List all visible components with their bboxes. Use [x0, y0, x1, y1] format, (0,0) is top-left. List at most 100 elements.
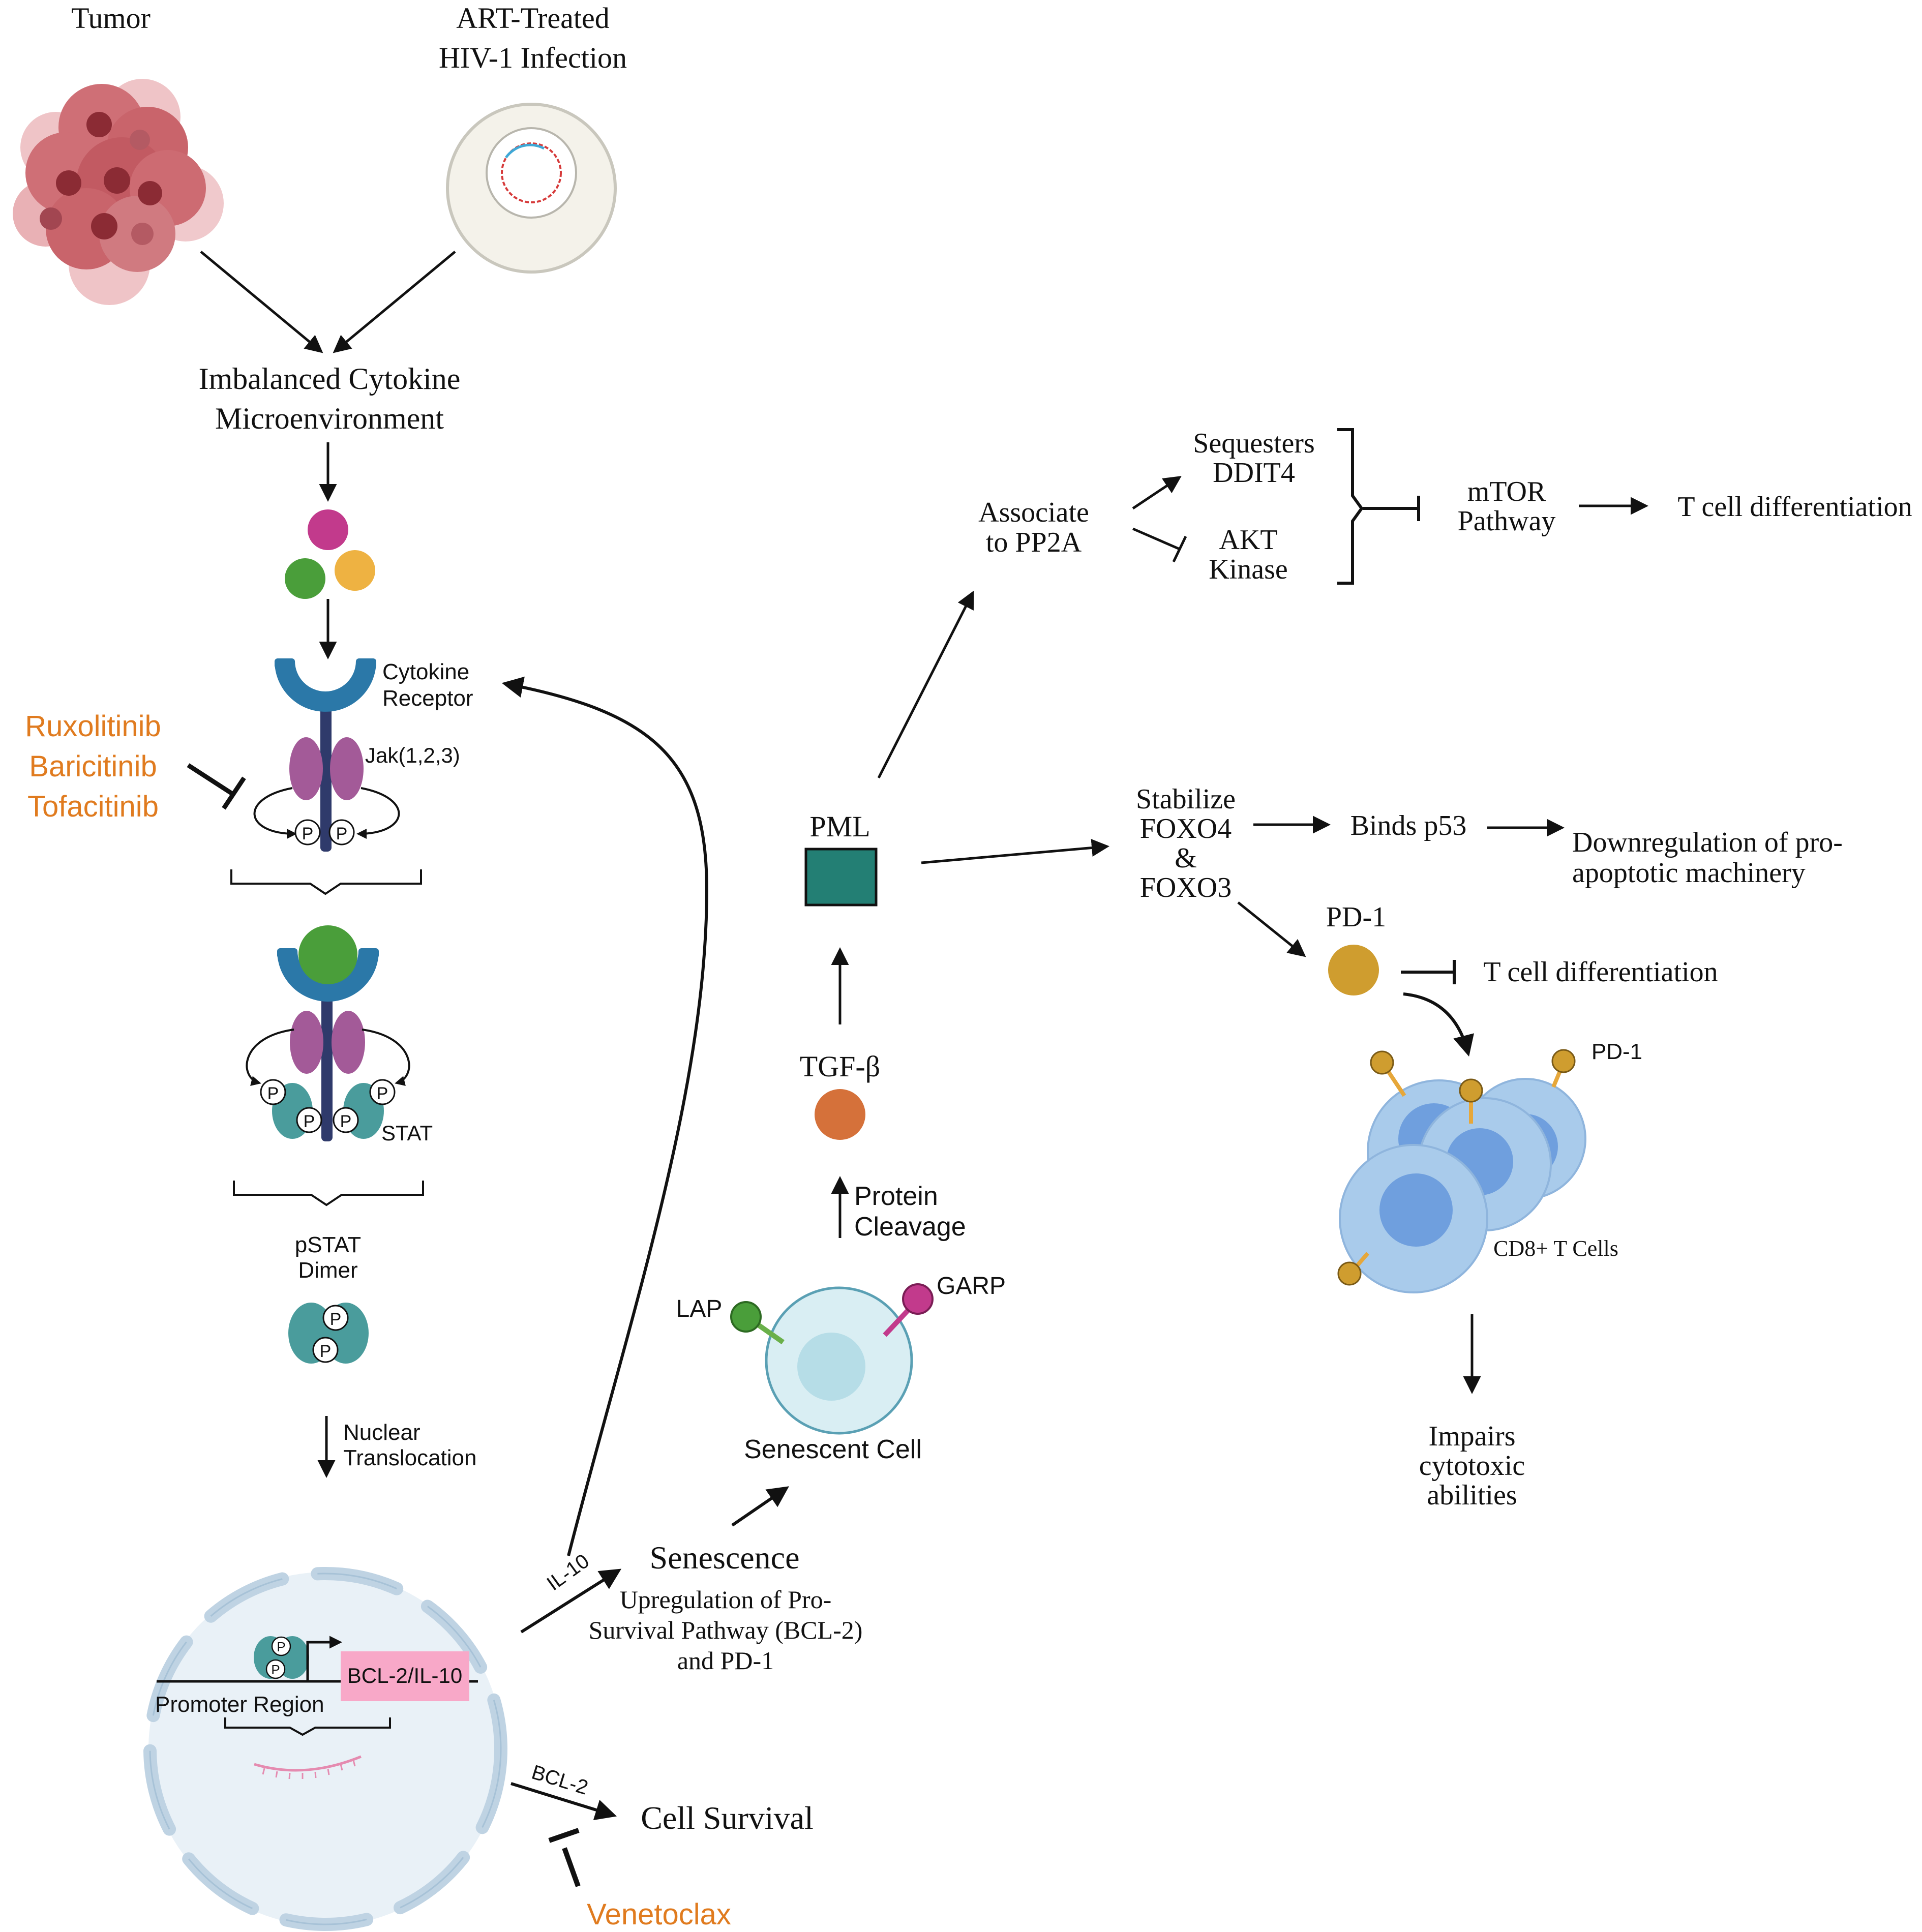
- cytokine-receptor-line1: Cytokine: [382, 659, 469, 684]
- t-cell-diff-mid: T cell differentiation: [1483, 956, 1718, 988]
- bracket-3: [224, 1717, 391, 1736]
- pml-label: PML: [809, 810, 870, 843]
- hiv-infected-cell-icon: [446, 103, 617, 274]
- t-cell-diff-top: T cell differentiation: [1677, 491, 1912, 523]
- phospho-1a: P: [302, 824, 314, 843]
- phospho-1b: P: [336, 824, 348, 843]
- stabilize-line1: Stabilize: [1136, 783, 1236, 815]
- senescent-cell-label: Senescent Cell: [744, 1435, 922, 1464]
- arrow-pml-to-pp2a: [877, 590, 974, 779]
- bracket-1: [230, 869, 422, 895]
- pd1-top-label: PD-1: [1326, 901, 1386, 933]
- upreg-line2: Survival Pathway (BCL-2): [589, 1616, 863, 1644]
- phospho-arrow-left-1: [253, 787, 297, 839]
- arrow-senescence-to-senescent-cell: [731, 1486, 789, 1527]
- tumor-cluster-icon: [13, 79, 224, 305]
- mrna-strand: [254, 1755, 362, 1772]
- akt-line2: Kinase: [1209, 554, 1288, 585]
- binds-p53-label: Binds p53: [1350, 810, 1467, 841]
- akt-inhibition-line: [1132, 527, 1187, 563]
- nuclear-line1: Nuclear: [343, 1420, 421, 1445]
- drug-baricitinib: Baricitinib: [29, 750, 157, 783]
- pstat-line2: Dimer: [298, 1258, 357, 1283]
- art-label-line1: ART-Treated: [456, 2, 610, 35]
- tumor-label: Tumor: [71, 2, 151, 35]
- cytokine-receptor-line2: Receptor: [382, 686, 473, 711]
- sequesters-line2: DDIT4: [1213, 457, 1295, 489]
- drug-ruxolitinib: Ruxolitinib: [25, 710, 161, 743]
- phospho-3a: P: [330, 1310, 342, 1329]
- stabilize-line3: &: [1175, 842, 1197, 874]
- tgf-beta-label: TGF-β: [800, 1050, 880, 1083]
- bcl2-il10-label: BCL-2/IL-10: [347, 1664, 462, 1687]
- upreg-line3: and PD-1: [677, 1646, 774, 1675]
- upreg-line1: Upregulation of Pro-: [620, 1585, 832, 1614]
- sequesters-line1: Sequesters: [1193, 428, 1315, 459]
- downreg-line2: apoptotic machinery: [1572, 857, 1806, 889]
- activated-receptor-icon: [272, 925, 384, 1141]
- garp-label: GARP: [937, 1273, 1006, 1300]
- protein-line2: Cleavage: [854, 1212, 966, 1242]
- curly-bracket: [1337, 428, 1364, 585]
- phospho-2d: P: [340, 1112, 352, 1131]
- arrow-hiv-to-microenv: [333, 251, 456, 353]
- associate-line2: to PP2A: [986, 527, 1082, 558]
- imbalanced-microenv-line2: Microenvironment: [215, 402, 444, 435]
- stat-label: STAT: [381, 1121, 433, 1145]
- downreg-line1: Downregulation of pro-: [1572, 827, 1843, 858]
- bracket-2: [233, 1181, 424, 1206]
- senescent-cell-icon: [730, 1283, 934, 1435]
- mtor-line2: Pathway: [1458, 505, 1556, 537]
- il10-feedback-curve: [501, 676, 709, 1556]
- mrna-ticks: [262, 1760, 356, 1779]
- drug-tofacitinib: Tofacitinib: [27, 790, 159, 823]
- transcription-start-arrow: [306, 1636, 342, 1681]
- tcell-diff-inhibition-line: [1401, 960, 1456, 984]
- pml-body: [804, 848, 878, 907]
- pd1-small-label: PD-1: [1591, 1039, 1642, 1064]
- bcl2-il10-gene-box: [341, 1651, 469, 1701]
- il10-label: IL-10: [543, 1550, 593, 1595]
- phospho-group-1: [294, 819, 355, 846]
- jak-inhibition-mark: [187, 763, 246, 810]
- mtor-line1: mTOR: [1467, 476, 1546, 507]
- cytokine-molecules-icon: [285, 509, 375, 599]
- promoter-stat-dimer: [254, 1636, 309, 1679]
- venetoclax-inhibition-mark: [548, 1828, 581, 1887]
- arrow-tumor-to-microenv: [200, 251, 323, 353]
- pstat-dimer-icon: [288, 1303, 369, 1364]
- mtor-inhibition-line: [1363, 496, 1420, 521]
- arrow-foxo-to-pd1: [1237, 901, 1306, 957]
- phospho-2b: P: [377, 1084, 388, 1103]
- jak-label: Jak(1,2,3): [365, 743, 460, 767]
- lap-label: LAP: [676, 1295, 723, 1322]
- pd1-molecule: [1328, 945, 1379, 995]
- arrow-pd1-to-tcells: [1403, 992, 1474, 1057]
- nucleus-icon: [143, 1567, 507, 1931]
- arrow-pml-to-foxo: [921, 839, 1109, 864]
- arrow-to-ddit4: [1132, 476, 1182, 510]
- cell-survival-label: Cell Survival: [641, 1800, 814, 1836]
- impairs-line2: cytotoxic: [1419, 1450, 1525, 1482]
- imbalanced-microenv-line1: Imbalanced Cytokine: [199, 362, 461, 396]
- phospho-3b: P: [320, 1342, 332, 1361]
- cd8-label: CD8+ T Cells: [1493, 1236, 1618, 1261]
- promoter-region-label: Promoter Region: [155, 1692, 324, 1717]
- phospho-arrow-right-2: [362, 1029, 410, 1086]
- cytokine-receptor-icon: [275, 658, 376, 852]
- impairs-line3: abilities: [1427, 1480, 1517, 1511]
- akt-line1: AKT: [1219, 524, 1277, 556]
- phospho-2a: P: [267, 1084, 279, 1103]
- nuclear-line2: Translocation: [343, 1445, 477, 1470]
- phospho-arrow-left-2: [246, 1029, 294, 1086]
- associate-line1: Associate: [978, 497, 1089, 528]
- senescence-label: Senescence: [650, 1539, 800, 1576]
- arrow-to-cell-survival: [510, 1782, 617, 1821]
- jak-proteins: [289, 737, 364, 800]
- arrow-to-senescence: [520, 1568, 622, 1634]
- drug-venetoclax: Venetoclax: [587, 1898, 731, 1931]
- protein-line1: Protein: [854, 1182, 938, 1211]
- pstat-line1: pSTAT: [295, 1232, 361, 1257]
- phospho-group-2: [260, 1079, 396, 1133]
